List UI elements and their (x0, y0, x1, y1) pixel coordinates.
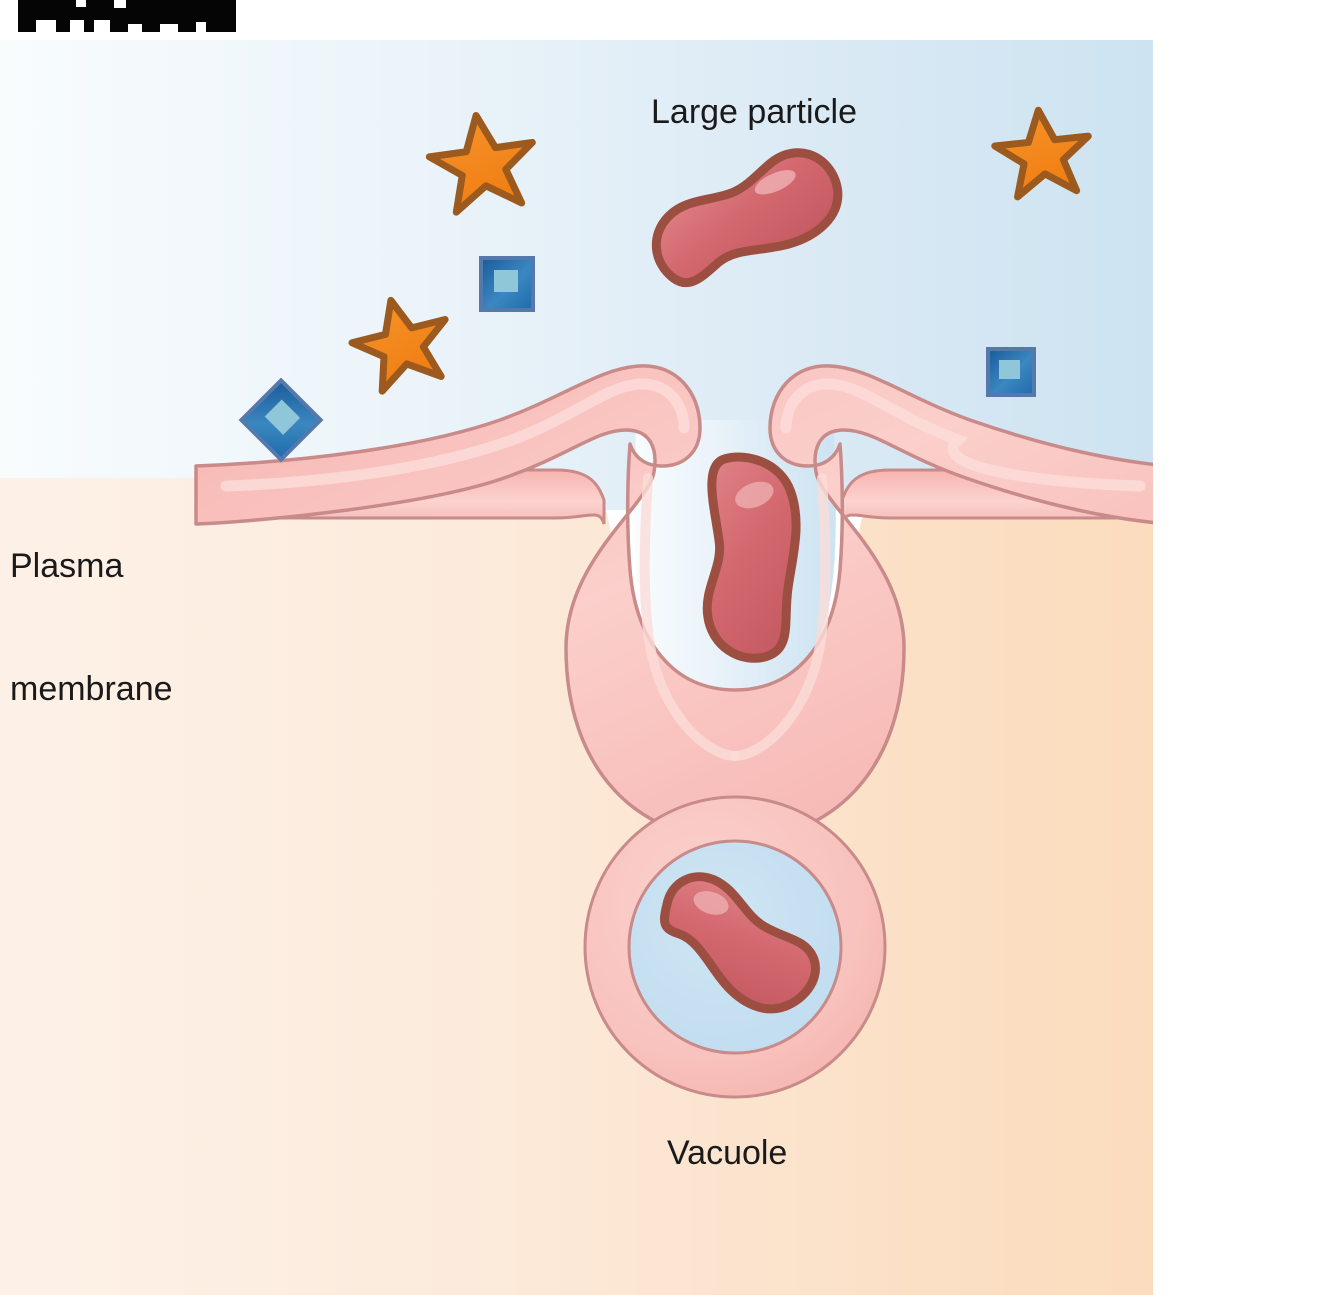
particle-in-vacuole (660, 872, 820, 1014)
particle-engulfed (702, 452, 801, 663)
plasma-membrane-invagination (194, 364, 1153, 842)
label-large-particle: Large particle (651, 93, 858, 131)
particle-engulfed-highlight (735, 481, 774, 509)
square-2-core (264, 399, 301, 435)
membrane-highlight-pocket (639, 473, 740, 761)
square-1-core (494, 270, 518, 292)
square-3-core (999, 360, 1020, 379)
star-2 (348, 296, 449, 395)
membrane-highlight-pocket-right (730, 473, 831, 761)
label-plasma-membrane: Plasma membrane (10, 464, 173, 792)
square-1-body (479, 256, 535, 312)
membrane-highlight (220, 378, 690, 492)
particle-extracellular-highlight (754, 170, 796, 195)
star-2-shape (348, 296, 449, 395)
figure-content-group (0, 40, 1153, 1295)
particle-in-vacuole-highlight (693, 891, 729, 915)
label-plasma-membrane-line2: membrane (10, 670, 173, 708)
square-1 (479, 256, 535, 312)
particle-extracellular (651, 148, 843, 288)
vacuole (583, 795, 887, 1099)
label-vacuole: Vacuole (667, 1134, 788, 1172)
membrane-highlight-right (780, 378, 1146, 492)
star-1 (425, 111, 536, 216)
redacted-caption-block (18, 0, 236, 32)
particle-extracellular-body (651, 148, 843, 288)
label-plasma-membrane-line1: Plasma (10, 547, 124, 585)
square-3 (986, 347, 1036, 397)
particle-engulfed-body (702, 452, 801, 663)
star-3-shape (991, 106, 1092, 201)
square-2 (238, 377, 324, 463)
star-1-shape (425, 111, 536, 216)
star-3 (991, 106, 1092, 201)
